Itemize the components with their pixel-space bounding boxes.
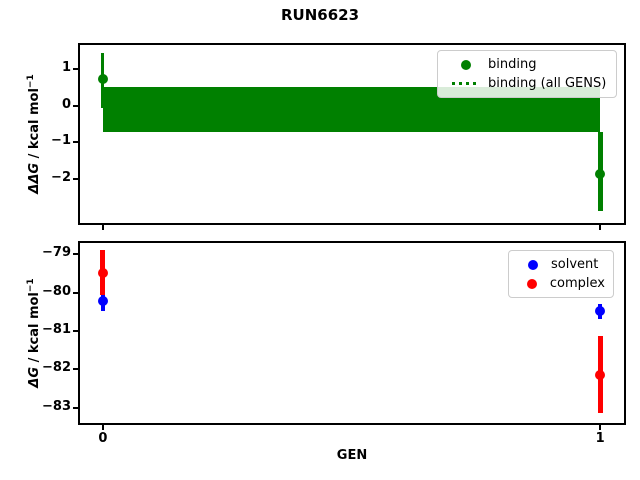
y-tick [73, 104, 78, 107]
x-tick [101, 225, 104, 230]
legend-item-binding-all-gens: binding (all GENS) [444, 74, 608, 93]
legend-marker-box [515, 278, 550, 289]
y-tick [73, 291, 78, 294]
point-solvent [595, 306, 606, 317]
y-tick-label: 0 [61, 96, 71, 112]
top-plot-area [78, 43, 626, 225]
x-tick-label: 0 [98, 431, 108, 446]
y-tick-label: −83 [42, 398, 71, 414]
point-solvent [97, 296, 108, 307]
solvent-dot-icon [528, 259, 538, 270]
legend-marker-box [444, 59, 488, 70]
legend-label-complex: complex [549, 276, 605, 291]
y-tick-label: 1 [61, 59, 71, 75]
y-tick [73, 253, 78, 256]
bottom-legend: solvent complex [508, 250, 614, 298]
x-tick-label: 1 [595, 431, 605, 446]
legend-item-complex: complex [515, 274, 605, 293]
legend-item-binding: binding [444, 55, 608, 74]
x-tick [599, 425, 602, 430]
x-tick [101, 425, 104, 430]
y-tick-label: −2 [51, 169, 71, 185]
legend-item-solvent: solvent [515, 255, 605, 274]
legend-label-binding-all-gens: binding (all GENS) [488, 76, 607, 91]
legend-label-binding: binding [488, 57, 537, 72]
y-tick [73, 368, 78, 371]
y-tick-label: −79 [42, 245, 71, 261]
y-tick [73, 406, 78, 409]
x-axis-label: GEN [336, 448, 368, 463]
top-legend: binding binding (all GENS) [437, 50, 617, 98]
y-tick [73, 330, 78, 333]
legend-marker-box [444, 82, 488, 85]
bottom-plot-area [78, 241, 626, 425]
legend-label-solvent: solvent [551, 257, 599, 272]
top-ylabel-exponent: −1 [25, 74, 36, 89]
y-tick-label: −81 [42, 322, 71, 338]
complex-dot-icon [527, 278, 538, 289]
y-tick [73, 177, 78, 180]
y-tick [73, 67, 78, 70]
y-tick-label: −82 [42, 360, 71, 376]
y-tick [73, 141, 78, 144]
point-complex [97, 267, 108, 278]
point-binding [97, 73, 108, 84]
y-tick-label: −1 [51, 133, 71, 149]
x-tick [599, 225, 602, 230]
point-complex [595, 370, 606, 381]
binding-dot-icon [461, 59, 471, 70]
legend-marker-box [515, 259, 551, 270]
y-tick-label: −80 [42, 283, 71, 299]
point-binding [595, 169, 606, 180]
binding-all-gens-dotted-line-icon [452, 82, 480, 85]
figure-title: RUN6623 [280, 6, 360, 24]
